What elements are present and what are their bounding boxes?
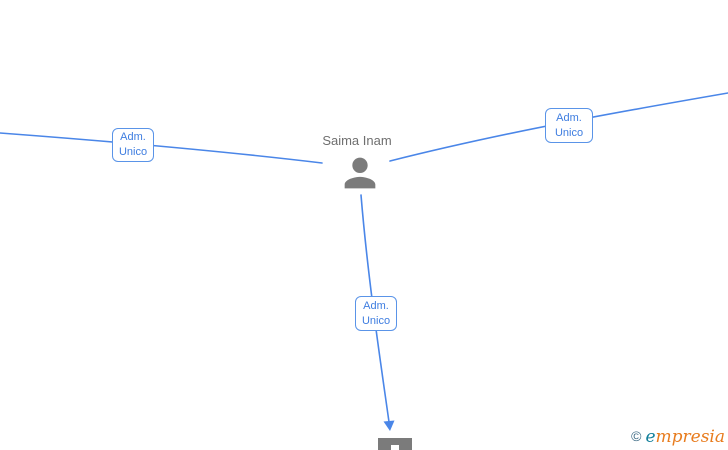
watermark-empresia[interactable]: ©empresia — [631, 427, 725, 447]
edge-label-bottom-line1: Adm. — [363, 299, 389, 312]
person-icon[interactable] — [337, 150, 383, 196]
edge-label-left[interactable]: Adm. Unico — [112, 128, 154, 162]
edge-line-left — [0, 132, 323, 164]
edge-label-left-line2: Unico — [118, 146, 148, 158]
person-name: Saima Inam — [322, 133, 392, 148]
edge-label-right-line2: Unico — [554, 126, 584, 139]
brand-rest: mpresia — [655, 427, 726, 447]
edge-label-right-line1: Adm. — [556, 111, 582, 124]
company-building-icon[interactable] — [377, 438, 413, 450]
edge-label-left-line1: Adm. — [120, 131, 146, 143]
edge-label-bottom-line2: Unico — [361, 314, 391, 327]
edge-label-bottom[interactable]: Adm. Unico — [355, 296, 397, 331]
copyright-icon: © — [631, 428, 642, 444]
arrowhead-icon — [383, 420, 395, 431]
edge-label-right[interactable]: Adm. Unico — [545, 108, 593, 143]
brand-initial: e — [645, 427, 656, 447]
